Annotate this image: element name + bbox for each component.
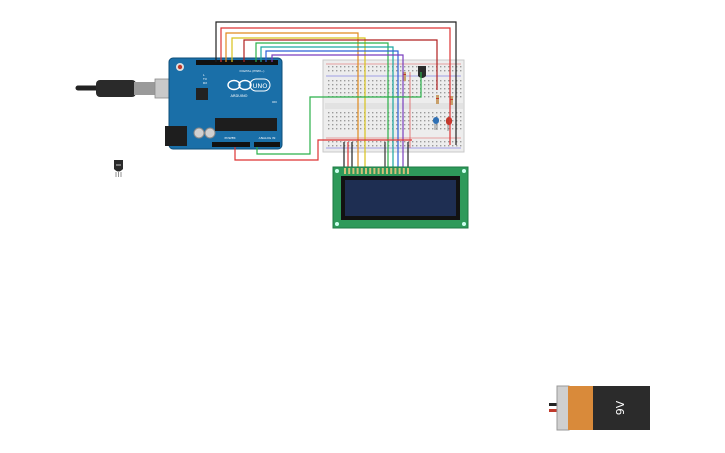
wire-green1 [255, 42, 389, 168]
resistor[interactable] [450, 96, 453, 105]
wire-orange [225, 32, 359, 168]
rx-label: RX [203, 81, 207, 85]
digital-label: DIGITAL (PWM~) [240, 69, 265, 73]
on-label: ON [272, 100, 277, 104]
battery-9v[interactable]: 9V [549, 385, 650, 431]
wire-black [215, 21, 457, 145]
analog-label: ANALOG IN [259, 136, 276, 140]
wire-red [220, 27, 451, 145]
wire-green2 [256, 72, 422, 155]
wire-red-gnd [234, 139, 412, 161]
board-name: UNO [253, 82, 268, 90]
temperature-sensor-icon[interactable] [114, 160, 123, 177]
lcd-pins [344, 168, 409, 174]
usb-cable-icon[interactable] [75, 78, 184, 99]
breadboard-holes [328, 66, 462, 147]
board-brand: ARDUINO [231, 94, 248, 98]
l-label: L [203, 73, 205, 77]
battery-label: 9V [614, 400, 627, 415]
wire-purple [271, 54, 404, 168]
resistor[interactable] [436, 95, 439, 104]
wire-teal [260, 46, 394, 168]
wire-blue [265, 50, 399, 168]
wire-darkred [243, 39, 438, 90]
resistor[interactable] [403, 72, 406, 81]
tx-label: TX [202, 77, 207, 81]
lcd-display[interactable] [332, 166, 469, 229]
power-label: POWER [224, 136, 235, 140]
wires[interactable] [215, 21, 457, 168]
temperature-sensor-breadboard[interactable] [418, 66, 426, 78]
led-blue[interactable] [433, 117, 439, 130]
arduino-uno-board[interactable]: UNO ARDUINO DIGITAL (PWM~) POWER ANALOG … [165, 57, 283, 150]
wire-yellow [231, 37, 366, 168]
